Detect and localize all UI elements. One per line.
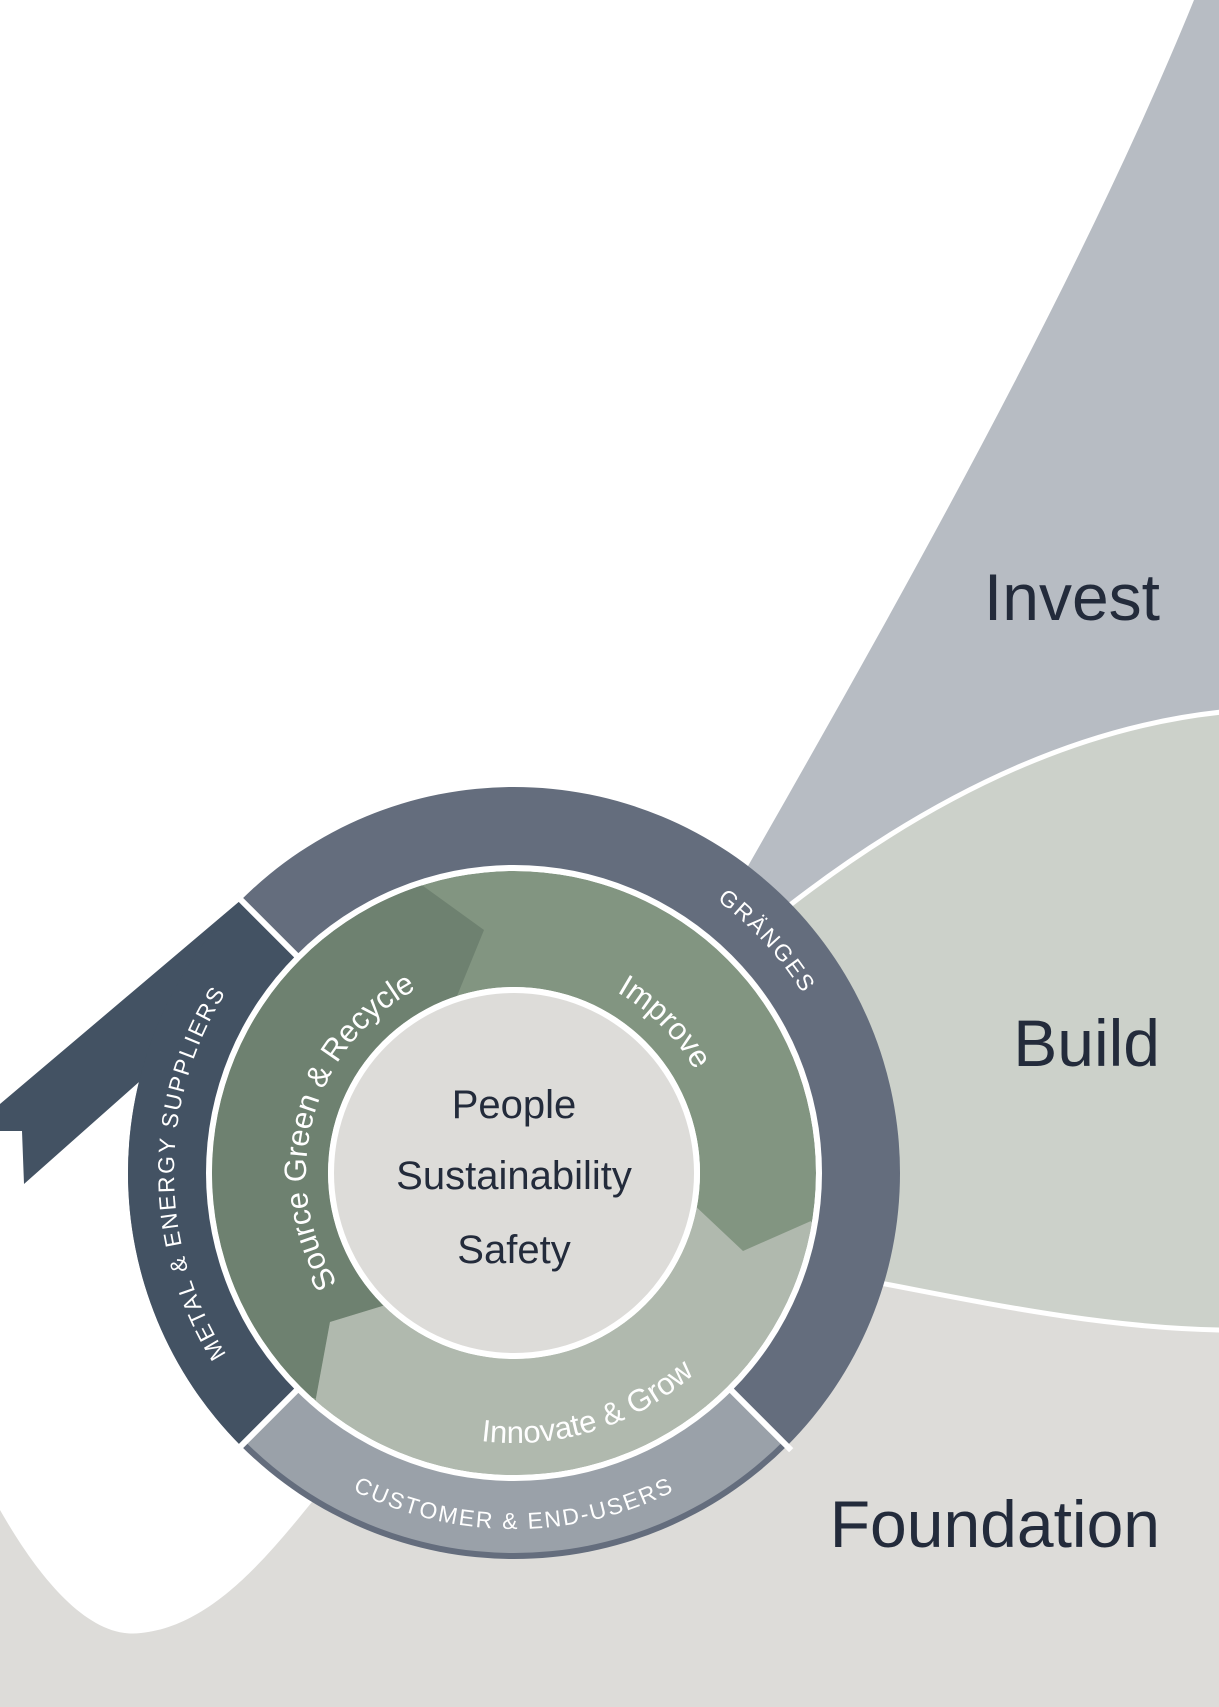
core-sustainability: Sustainability xyxy=(396,1154,632,1198)
level-foundation-label: Foundation xyxy=(830,1487,1160,1561)
invest-region xyxy=(740,0,1219,950)
core-circle xyxy=(334,993,694,1353)
ring-separator-line xyxy=(234,893,304,963)
level-invest-label: Invest xyxy=(984,560,1160,634)
core-safety: Safety xyxy=(457,1228,570,1272)
level-build-label: Build xyxy=(1013,1006,1160,1080)
ring-separator-line xyxy=(724,1383,794,1453)
core-people: People xyxy=(452,1083,577,1127)
ring-separators xyxy=(234,893,794,1453)
ring-separator-line xyxy=(234,1383,304,1453)
